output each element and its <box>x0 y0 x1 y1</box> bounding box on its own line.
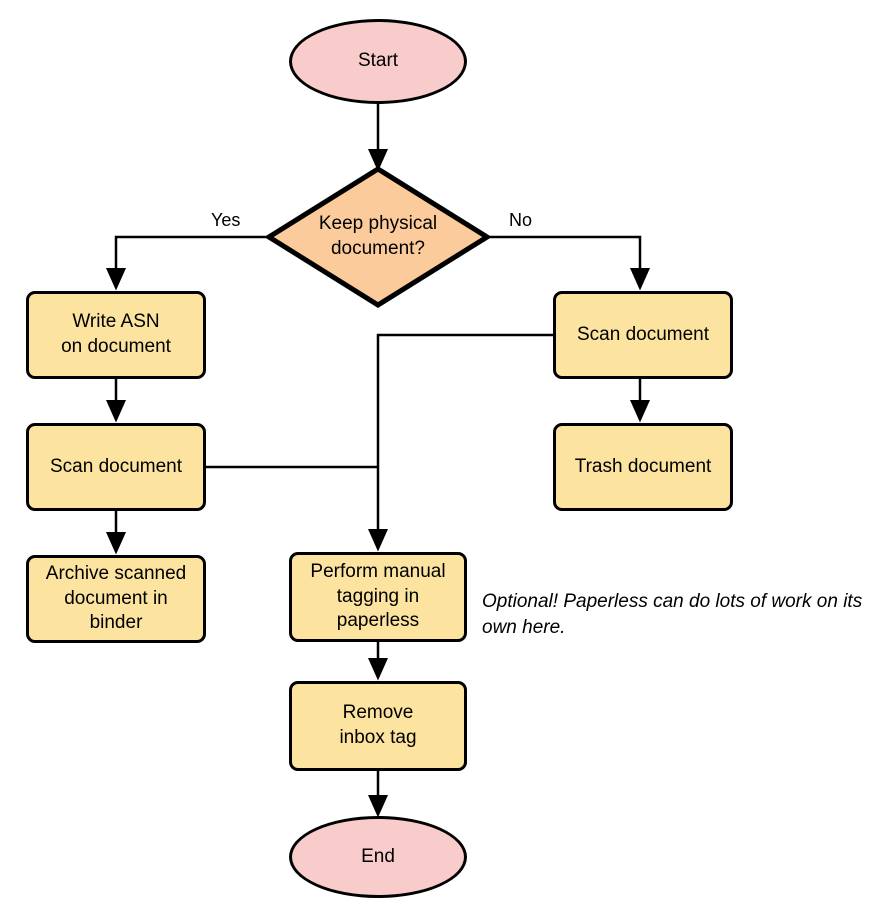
node-scan-document-left[interactable]: Scan document <box>26 423 206 511</box>
diamond-shape <box>266 166 490 308</box>
node-scan-document-left-label: Scan document <box>49 455 183 477</box>
edge-decision-no-to-scan-right <box>490 235 650 291</box>
node-end-label: End <box>361 845 395 867</box>
node-decision-keep-physical-document[interactable]: Keep physical document? <box>266 166 490 308</box>
node-trash-document-label: Trash document <box>574 455 712 477</box>
edge-scan-right-to-tagging <box>368 333 553 552</box>
edge-label-no: No <box>509 210 533 230</box>
annotation-optional-note: Optional! Paperless can do lots of work … <box>482 591 863 638</box>
edge-label-yes: Yes <box>211 210 241 230</box>
node-trash-document[interactable]: Trash document <box>553 423 733 511</box>
node-start[interactable]: Start <box>289 19 467 104</box>
node-archive-label: Archive scanned document in binder <box>45 562 187 634</box>
node-write-asn-label: Write ASN on document <box>61 311 171 357</box>
node-remove-inbox-tag[interactable]: Remove inbox tag <box>289 681 467 771</box>
node-perform-manual-tagging[interactable]: Perform manual tagging in paperless <box>289 552 467 642</box>
edge-decision-yes-to-write-asn <box>106 235 266 291</box>
node-end[interactable]: End <box>289 816 467 898</box>
node-scan-document-right-label: Scan document <box>576 323 710 345</box>
node-write-asn[interactable]: Write ASN on document <box>26 291 206 379</box>
node-decision-label: Keep physical document? <box>318 213 438 259</box>
node-start-label: Start <box>357 50 399 72</box>
node-scan-document-right[interactable]: Scan document <box>553 291 733 379</box>
node-remove-inbox-tag-label: Remove inbox tag <box>339 702 417 748</box>
node-archive-scanned-document[interactable]: Archive scanned document in binder <box>26 555 206 643</box>
node-tagging-label: Perform manual tagging in paperless <box>310 560 446 632</box>
